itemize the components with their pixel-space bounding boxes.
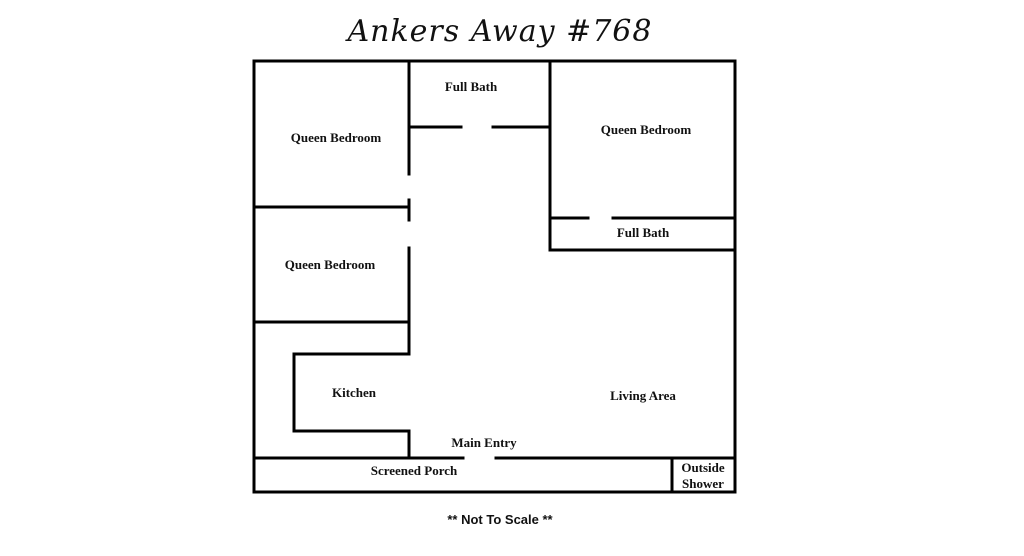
room-label-full-bath-2: Full Bath (616, 225, 670, 240)
room-label-queen-bedroom-2: Queen Bedroom (600, 122, 692, 137)
outer-wall (252, 59, 737, 494)
room-label-kitchen: Kitchen (331, 385, 377, 400)
room-label-living-area: Living Area (610, 388, 676, 403)
room-label-outside-shower: Outside Shower (681, 460, 725, 491)
floorplan-title: Ankers Away #768 (347, 14, 653, 49)
room-label-main-entry: Main Entry (451, 435, 517, 450)
not-to-scale-note: ** Not To Scale ** (447, 512, 553, 527)
room-label-queen-bedroom-1: Queen Bedroom (290, 130, 382, 145)
room-label-full-bath-1: Full Bath (444, 79, 498, 94)
room-label-queen-bedroom-3: Queen Bedroom (284, 257, 376, 272)
room-label-screened-porch: Screened Porch (370, 463, 458, 478)
